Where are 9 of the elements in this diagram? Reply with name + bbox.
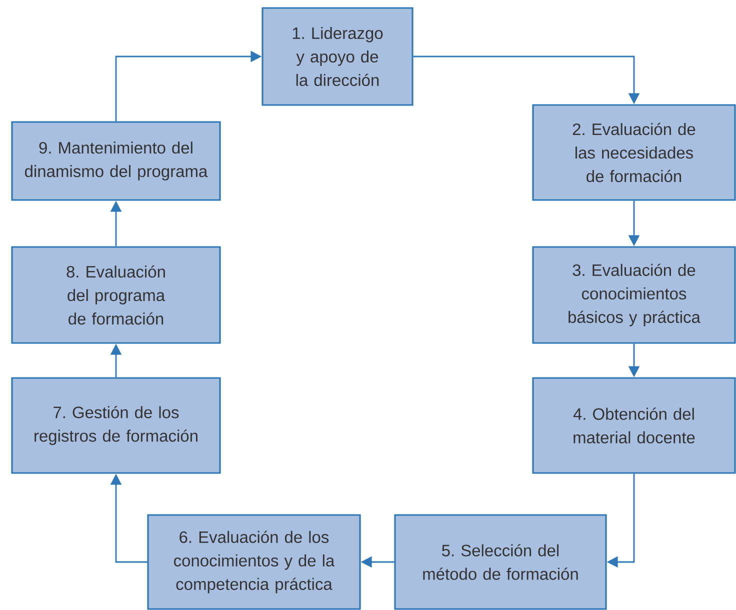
process-box: 2. Evaluación de las necesidades de formación [532, 104, 736, 201]
process-box: 5. Selección del método de formación [394, 514, 607, 610]
process-box: 6. Evaluación de los conocimientos y de la competencia práctica [147, 514, 361, 610]
process-box: 4. Obtención del material docente [532, 377, 736, 474]
process-box: 3. Evaluación de conocimientos básicos y práctica [532, 246, 736, 344]
process-box: 9. Mantenimiento del dinamismo del programa [11, 121, 221, 201]
process-box: 8. Evaluación del programa de formación [11, 246, 221, 344]
process-box: 1. Liderazgo y apoyo de la dirección [262, 7, 414, 106]
process-box: 7. Gestión de los registros de formación [11, 377, 221, 474]
